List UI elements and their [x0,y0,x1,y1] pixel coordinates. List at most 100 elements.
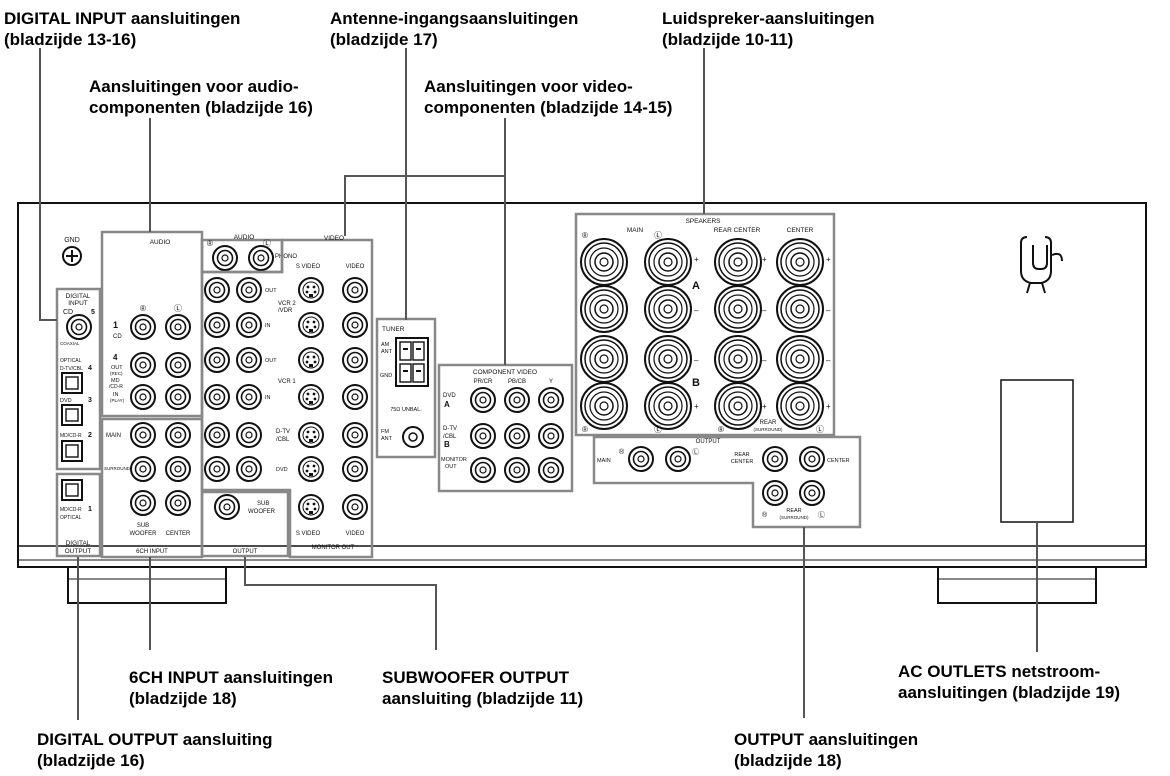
output-l-mark: Ⓛ [692,448,699,456]
component-monitor-label: MONITOR [441,457,467,463]
md-out-l-jack [165,352,191,378]
callout-sub-line2: aansluiting (bladzijde 11) [382,689,584,708]
cd-l-jack [165,314,191,340]
callout-ac-outlets: AC OUTLETS netstroom- aansluitingen (bla… [898,661,1120,703]
tuner-am: AM [381,342,390,348]
sub-output-sub: SUB [257,501,269,507]
callout-output-line1: OUTPUT aansluitingen [734,730,919,749]
digital-output-title: DIGITAL [66,540,91,547]
video-video-col: VIDEO [346,264,365,270]
six-ch-sub-label: SUB [137,523,149,529]
audio-cd-label: CD [113,334,122,340]
output-main-l-jack [665,446,691,472]
audio-md-num: 4 [113,353,118,362]
callout-antenna: Antenne-ingangsaansluitingen (bladzijde … [330,8,578,50]
sub-output-jack [214,494,240,520]
dtv-cbl-label: D-TV/CBL [60,366,83,372]
rear-l-mark: Ⓛ [816,425,824,434]
output-surround-l-jack [799,480,825,506]
coaxial-label: COAXIAL [60,341,80,346]
phono-r-jack [212,245,238,271]
callout-digital-output: DIGITAL OUTPUT aansluiting (bladzijde 16… [37,729,273,771]
gnd-screw-icon [62,246,82,266]
output-surround-l-mark: Ⓛ [818,511,825,519]
callout-digital-output-line2: (bladzijde 16) [37,751,145,770]
svg-text:–: – [826,356,831,365]
callout-video-line1: Aansluitingen voor video- [424,77,633,96]
vcr2-in-label: IN [265,323,271,329]
digital-input-title-2: INPUT [68,300,88,307]
monitor-out-label: MONITOR OUT [312,545,355,551]
digital-output-md-label: MD/CD-R [60,507,82,513]
sub-output-title: OUTPUT [233,549,258,555]
md-cdr-label: MD/CD-R [60,433,82,439]
cd-r-jack [130,314,156,340]
md-out-r-jack [130,352,156,378]
phono-label: PHONO [275,254,297,260]
callout-audio-line1: Aansluitingen voor audio- [89,77,299,96]
callout-6ch-line2: (bladzijde 18) [129,689,237,708]
component-dtv-label: D-TV [443,426,457,432]
md-in-l-jack [165,384,191,410]
output-surround-label: (SURROUND) [780,515,809,520]
ac-outlets-panel [1000,379,1074,523]
output-main-label: MAIN [597,458,611,464]
svg-text:+: + [762,402,767,411]
svg-text:+: + [826,255,831,264]
six-ch-surround-r-jack [130,456,156,482]
output-center-jack [799,446,825,472]
callout-antenna-line1: Antenne-ingangsaansluitingen [330,9,579,28]
video-dtv-label: D-TV [276,429,290,435]
callout-video-components: Aansluitingen voor video- componenten (b… [424,76,672,118]
vcr2-label: VCR 2 [278,301,296,307]
optical-dtv-jack [61,372,83,394]
speakers-r-mark: ® [582,231,588,240]
six-ch-main-label: MAIN [106,433,121,439]
monitor-video-label: VIDEO [346,531,365,537]
component-out-label: OUT [445,464,457,470]
callout-antenna-line2: (bladzijde 17) [330,30,438,49]
callout-video-line2: componenten (bladzijde 14-15) [424,98,673,117]
svg-text:+: + [694,255,699,264]
vcr1-out-label: OUT [265,358,277,364]
component-pb-label: PB/CB [508,379,526,385]
tuner-unbal: 75Ω UNBAL. [390,407,422,413]
optical-label: OPTICAL [60,358,82,364]
video-svideo-col: S VIDEO [296,264,321,270]
audio-r-mark: ® [140,304,146,313]
speakers-l-mark: Ⓛ [654,231,662,240]
tuner-am-ant: ANT [381,349,393,355]
phono-audio-title: AUDIO [234,234,255,241]
digital-input-3: 3 [88,397,92,404]
fm-antenna-jack [402,426,424,448]
speakers-b-label: B [692,377,700,389]
speakers-main-label: MAIN [627,227,644,234]
callout-digital-output-line1: DIGITAL OUTPUT aansluiting [37,730,273,749]
phono-r-mark: ® [207,239,213,248]
digital-output-1: 1 [88,506,92,513]
digital-input-5: 5 [91,309,95,316]
leader-lines [39,48,1038,720]
speakers-surround-label: (SURROUND) [754,427,783,432]
tuner-fm-ant: ANT [381,436,393,442]
callout-speakers: Luidspreker-aansluitingen (bladzijde 10-… [662,8,875,50]
six-ch-main-r-jack [130,422,156,448]
polarity-marks: +++ ––– ––– +++ [694,255,831,411]
optical-dvd-jack [61,404,83,426]
component-b: B [444,440,450,449]
audio-cd-num: 1 [113,320,118,330]
gnd-label: GND [64,237,80,244]
md-in-label: IN [113,392,119,398]
md-in-r-jack [130,384,156,410]
svg-text:+: + [694,402,699,411]
coaxial-cd-jack [66,314,92,340]
svg-text:+: + [826,402,831,411]
optical-out-jack [61,479,83,501]
six-ch-center-label: CENTER [166,531,191,537]
digital-output-box [55,472,102,558]
callout-digital-input: DIGITAL INPUT aansluitingen (bladzijde 1… [4,8,240,50]
digital-input-2: 2 [88,432,92,439]
speakers-r-mark-bottom: ® [582,425,588,434]
svg-text:–: – [762,356,767,365]
six-ch-woofer-label: WOOFER [130,531,158,537]
